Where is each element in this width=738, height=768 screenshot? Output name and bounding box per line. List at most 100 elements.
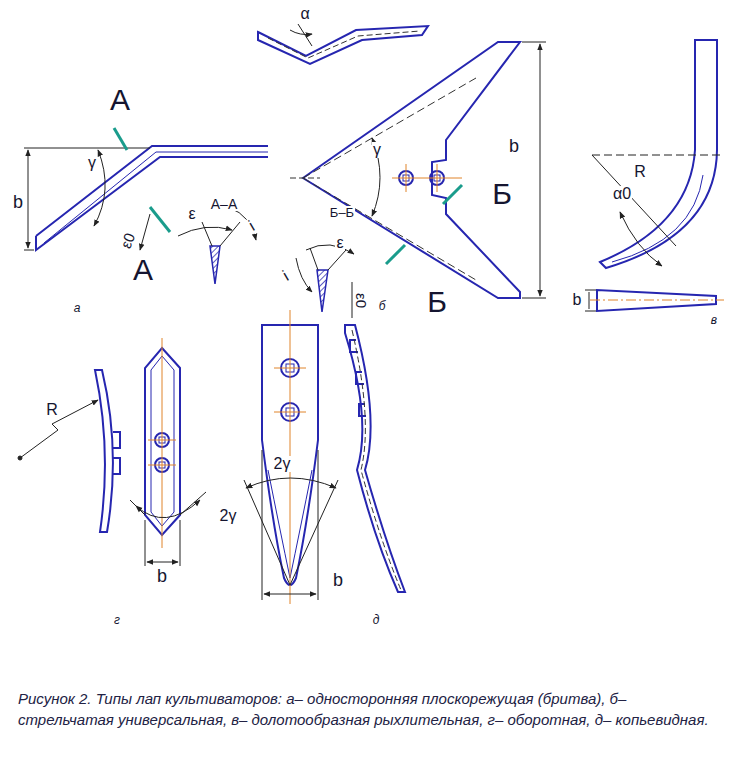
construction-lines	[264, 594, 316, 595]
section-profile	[202, 222, 212, 246]
construction-lines	[18, 400, 206, 566]
figure-caption: Рисунок 2. Типы лап культиваторов: а– од…	[18, 688, 726, 730]
angle-symbol: ε0	[355, 291, 370, 308]
section-marks	[114, 128, 127, 150]
angle-symbol: i	[246, 218, 259, 235]
section-profile	[310, 248, 318, 270]
sweep-share	[303, 78, 476, 178]
dimension-lines	[140, 214, 150, 250]
construction-lines	[136, 500, 200, 518]
angle-symbol: γ	[372, 142, 382, 158]
razor-share	[36, 146, 268, 250]
lancet-share	[356, 372, 364, 384]
radius-label: R	[45, 402, 59, 418]
construction-lines	[592, 155, 676, 246]
angle-alpha	[290, 30, 312, 35]
dimension-label: b	[332, 571, 344, 589]
section-marks	[114, 128, 170, 232]
dimension-label: b	[12, 193, 24, 211]
construction-lines	[585, 155, 722, 311]
lancet-share	[352, 330, 401, 590]
construction-lines	[180, 520, 181, 566]
angle-alpha	[298, 24, 312, 46]
section-profile	[296, 258, 312, 292]
razor-share	[36, 146, 268, 236]
subfigure-letter: а	[73, 302, 82, 314]
construction-lines	[244, 480, 290, 585]
razor-share	[36, 157, 268, 250]
section-profile	[352, 282, 353, 318]
reversible-share	[95, 370, 113, 532]
construction-lines	[589, 292, 590, 309]
dimension-lines	[372, 42, 546, 298]
section-marks	[386, 245, 405, 264]
sweep-share-top-view	[258, 26, 428, 64]
sweep-share-top-view	[258, 26, 428, 64]
reversible-share	[113, 458, 120, 474]
construction-lines	[620, 212, 662, 266]
angle-symbol: ε	[187, 206, 196, 222]
lancet-share	[345, 325, 405, 592]
dimension-label: b	[156, 567, 168, 585]
construction-lines	[585, 290, 596, 291]
angle-symbol: γ	[87, 155, 97, 171]
chisel-share	[612, 175, 703, 262]
angle-symbol: 2γ	[273, 456, 292, 472]
angle-symbol: α	[299, 6, 310, 22]
dimension-lines	[522, 42, 546, 43]
section-letter: Б	[491, 179, 513, 209]
chisel-share	[600, 40, 717, 268]
dimension-lines	[540, 44, 541, 296]
section-letter: А	[109, 85, 131, 115]
section-title: А–А	[210, 197, 238, 211]
center-lines	[590, 300, 724, 301]
angle-symbol: 2γ	[219, 508, 238, 524]
center-lines	[290, 164, 462, 192]
construction-lines	[246, 478, 336, 488]
section-marks	[150, 207, 170, 232]
dimension-lines	[522, 298, 546, 299]
sweep-share	[303, 42, 520, 298]
lancet-share	[262, 325, 405, 592]
center-lines	[406, 164, 407, 192]
section-profile	[296, 245, 354, 318]
center-lines	[290, 178, 320, 179]
section-profile	[306, 245, 354, 254]
section-letter: А	[132, 255, 154, 285]
center-lines	[392, 178, 462, 179]
center-lines	[148, 465, 176, 466]
section-profile	[328, 250, 346, 270]
reversible-share	[113, 432, 120, 448]
dimension-lines	[24, 148, 150, 149]
construction-lines	[20, 400, 98, 458]
construction-lines	[145, 520, 146, 566]
section-marks	[443, 185, 462, 204]
construction-lines	[244, 450, 338, 600]
dimension-label: b	[508, 137, 520, 155]
chisel-share	[597, 40, 717, 311]
angle-symbol: ε	[335, 235, 344, 251]
center-lines	[274, 368, 306, 369]
dimension-lines	[24, 148, 150, 250]
subfigure-letter: в	[710, 314, 718, 326]
angle-symbol: α0	[612, 186, 632, 202]
section-profile	[317, 270, 328, 312]
section-letter: Б	[426, 287, 448, 317]
center-lines	[162, 338, 163, 548]
sweep-share	[303, 42, 520, 298]
construction-lines	[318, 450, 319, 600]
section-profile	[220, 222, 240, 246]
construction-lines	[262, 450, 263, 600]
sweep-share-top-view	[268, 31, 420, 58]
angle-symbol: i	[280, 268, 293, 285]
section-title: Б–Б	[329, 206, 355, 219]
subfigure-letter: б	[378, 300, 387, 312]
dimension-label: b	[572, 292, 583, 308]
construction-lines	[290, 480, 338, 585]
subfigure-letter: д	[372, 614, 381, 626]
angle-symbol: ε0	[118, 229, 138, 250]
center-lines	[437, 164, 438, 192]
angle-alpha	[290, 24, 312, 46]
